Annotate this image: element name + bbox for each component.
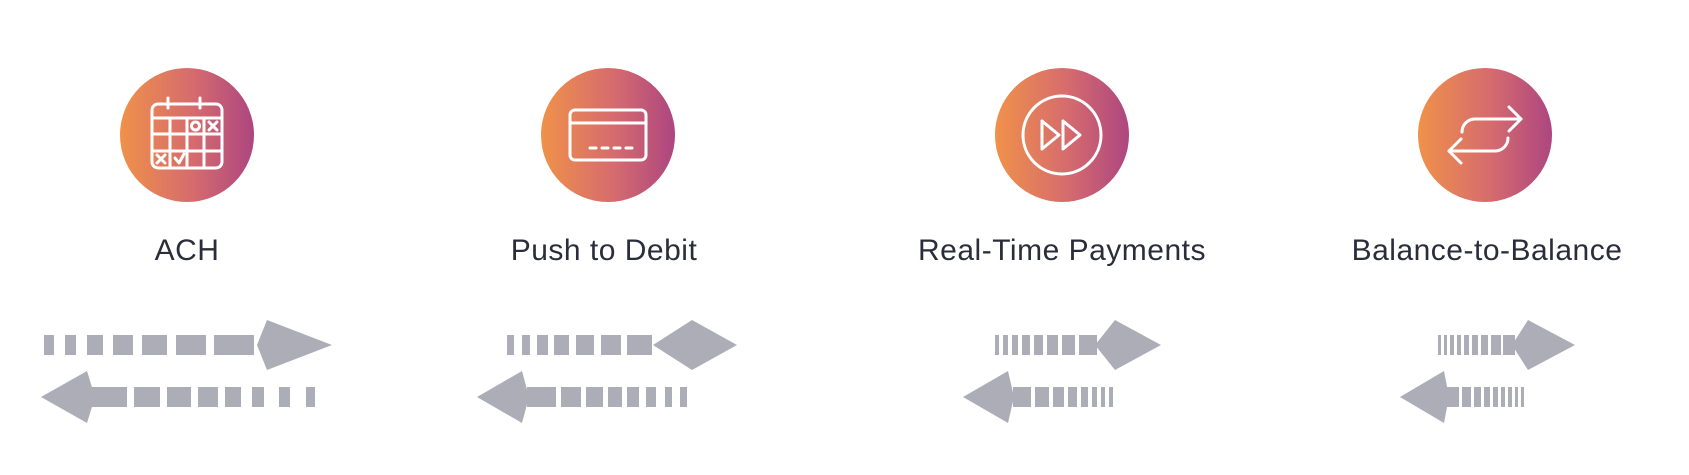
calendar-icon <box>150 96 224 170</box>
payment-method-push-to-debit: Push to Debit <box>437 0 777 475</box>
method-label: ACH <box>154 234 220 267</box>
bidirectional-transfer-arrows <box>437 300 777 440</box>
bidirectional-transfer-arrows <box>1310 300 1650 440</box>
payment-method-ach: ACH <box>17 0 357 475</box>
push-to-debit-badge <box>541 68 675 202</box>
method-label: Push to Debit <box>510 234 698 267</box>
ach-badge <box>120 68 254 202</box>
fast-forward-icon <box>1021 94 1103 176</box>
method-label: Balance-to-Balance <box>1351 234 1623 267</box>
real-time-payments-badge <box>995 68 1129 202</box>
bidirectional-transfer-arrows <box>889 300 1229 440</box>
payment-method-balance-to-balance: Balance-to-Balance <box>1310 0 1650 475</box>
credit-card-icon <box>568 108 648 162</box>
bidirectional-transfer-arrows <box>17 300 357 440</box>
payment-method-real-time-payments: Real-Time Payments <box>889 0 1229 475</box>
method-label: Real-Time Payments <box>918 234 1206 267</box>
transfer-arrows-icon <box>1447 105 1523 165</box>
balance-to-balance-badge <box>1418 68 1552 202</box>
